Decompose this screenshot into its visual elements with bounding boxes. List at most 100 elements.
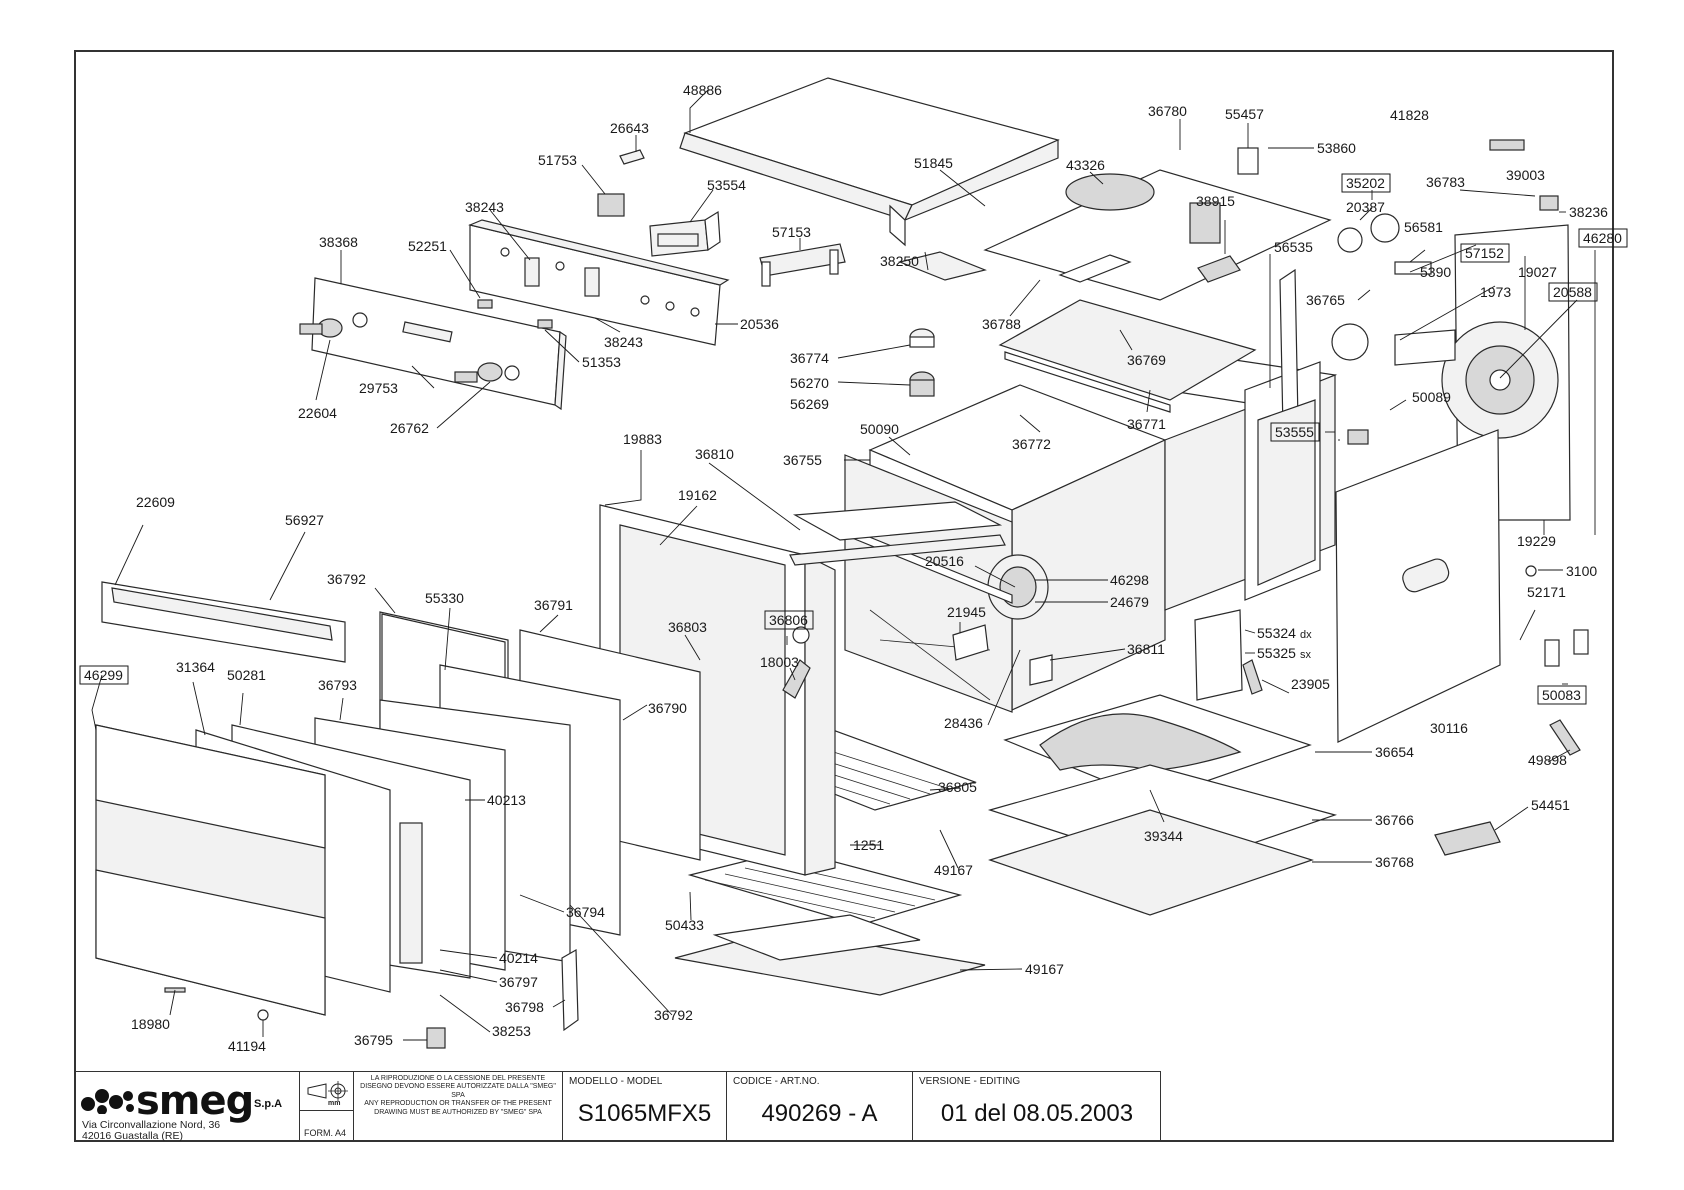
part-number-20588: 20588 — [1553, 284, 1592, 300]
control-frame-part — [468, 219, 730, 346]
part-number-56270: 56270 — [790, 375, 829, 391]
small-components — [477, 149, 846, 329]
part-number-5390: 5390 — [1420, 264, 1451, 280]
part-number-49167: 49167 — [1025, 961, 1064, 977]
part-number-38368: 38368 — [319, 234, 358, 250]
part-number-36805: 36805 — [938, 779, 977, 795]
part-number-36803: 36803 — [668, 619, 707, 635]
part-number-39003: 39003 — [1506, 167, 1545, 183]
part-number-30116: 30116 — [1430, 720, 1468, 736]
part-number-46280: 46280 — [1583, 230, 1622, 246]
part-number-52171: 52171 — [1527, 584, 1566, 600]
part-number-36798: 36798 — [505, 999, 544, 1015]
side-suffix-sx: sx — [1300, 649, 1312, 661]
model-value: S1065MFX5 — [577, 1100, 712, 1127]
address-line-1: Via Circonvallazione Nord, 36 — [82, 1119, 221, 1131]
part-number-36797: 36797 — [499, 974, 538, 990]
front-panel-part — [299, 277, 567, 411]
leader-lines — [91, 89, 1596, 1041]
company-cell: smeg S.p.A Via Circonvallazione Nord, 36… — [74, 1072, 300, 1142]
part-number-28436: 28436 — [944, 715, 983, 731]
part-number-56927: 56927 — [285, 512, 324, 528]
part-number-55325: 55325 — [1257, 645, 1296, 661]
part-number-labels: 48886 26643 51753 53554 38243 38368 5225… — [79, 82, 1628, 1054]
part-number-38915: 38915 — [1196, 193, 1235, 209]
part-number-50433: 50433 — [665, 917, 704, 933]
part-number-36795: 36795 — [354, 1032, 393, 1048]
part-number-35202: 35202 — [1346, 175, 1385, 191]
part-number-36791: 36791 — [534, 597, 573, 613]
part-number-31364: 31364 — [176, 659, 215, 675]
projection-symbol-icon — [307, 1081, 348, 1101]
form-cell: mm FORM. A4 — [300, 1072, 354, 1142]
part-number-29753: 29753 — [359, 380, 398, 396]
part-number-49898: 49898 — [1528, 752, 1567, 768]
smeg-logo: smeg — [136, 1078, 254, 1124]
part-number-40214: 40214 — [499, 950, 538, 966]
part-number-19162: 19162 — [678, 487, 717, 503]
boxed-label-frame — [1460, 243, 1510, 263]
code-cell: CODICE - ART.NO. 490269 - A — [727, 1072, 913, 1142]
unit-label: mm — [328, 1100, 341, 1107]
part-number-20536: 20536 — [740, 316, 779, 332]
part-number-38250: 38250 — [880, 253, 919, 269]
part-number-18980: 18980 — [131, 1016, 170, 1032]
part-number-38243: 38243 — [465, 199, 504, 215]
version-value: 01 del 08.05.2003 — [940, 1100, 1134, 1127]
part-number-38236: 38236 — [1569, 204, 1608, 220]
part-number-19229: 19229 — [1517, 533, 1556, 549]
title-block: smeg S.p.A Via Circonvallazione Nord, 36… — [74, 1071, 1161, 1142]
door-glass-layers — [95, 581, 701, 1049]
part-number-36792: 36792 — [327, 571, 366, 587]
part-number-55330: 55330 — [425, 590, 464, 606]
part-number-50281: 50281 — [227, 667, 266, 683]
boxed-label-frame — [1537, 685, 1587, 705]
part-number-36792: 36792 — [654, 1007, 693, 1023]
part-number-22609: 22609 — [136, 494, 175, 510]
part-number-36765: 36765 — [1306, 292, 1345, 308]
part-number-46298: 46298 — [1110, 572, 1149, 588]
version-cell: VERSIONE - EDITING 01 del 08.05.2003 — [913, 1072, 1161, 1142]
part-number-36769: 36769 — [1127, 352, 1166, 368]
boxed-label-frame — [1341, 173, 1391, 193]
part-number-50083: 50083 — [1542, 687, 1581, 703]
part-number-36768: 36768 — [1375, 854, 1414, 870]
part-number-26643: 26643 — [610, 120, 649, 136]
part-number-39344: 39344 — [1144, 828, 1183, 844]
part-number-1251: 1251 — [853, 837, 884, 853]
part-number-55324: 55324 — [1257, 625, 1296, 641]
address-line-2: 42016 Guastalla (RE) — [82, 1130, 183, 1142]
part-number-57153: 57153 — [772, 224, 811, 240]
part-number-56535: 56535 — [1274, 239, 1313, 255]
part-number-20387: 20387 — [1346, 199, 1385, 215]
part-number-19883: 19883 — [623, 431, 662, 447]
part-number-43326: 43326 — [1066, 157, 1105, 173]
notice-cell: LA RIPRODUZIONE O LA CESSIONE DEL PRESEN… — [354, 1072, 563, 1142]
part-number-24679: 24679 — [1110, 594, 1149, 610]
part-number-56581: 56581 — [1404, 219, 1443, 235]
company-suffix: S.p.A — [254, 1098, 283, 1110]
notice-english: ANY REPRODUCTION OR TRANSFER OF THE PRES… — [364, 1100, 552, 1116]
part-number-53555: 53555 — [1275, 424, 1314, 440]
part-number-40213: 40213 — [487, 792, 526, 808]
boxed-label-frame — [1548, 282, 1598, 302]
boxed-label-frame — [1270, 422, 1320, 442]
code-value: 490269 - A — [761, 1100, 878, 1127]
part-number-41828: 41828 — [1390, 107, 1429, 123]
trays-and-elements — [987, 694, 1501, 916]
part-number-21945: 21945 — [947, 604, 986, 620]
part-number-51753: 51753 — [538, 152, 577, 168]
code-header: CODICE - ART.NO. — [733, 1076, 820, 1087]
part-number-52251: 52251 — [408, 238, 447, 254]
part-number-36790: 36790 — [648, 700, 687, 716]
part-number-57152: 57152 — [1465, 245, 1504, 261]
part-number-36793: 36793 — [318, 677, 357, 693]
form-size: FORM. A4 — [304, 1128, 347, 1138]
part-number-36780: 36780 — [1148, 103, 1187, 119]
part-number-36766: 36766 — [1375, 812, 1414, 828]
boxed-label-frame — [1578, 228, 1628, 248]
part-number-55457: 55457 — [1225, 106, 1264, 122]
part-number-54451: 54451 — [1531, 797, 1570, 813]
part-number-36788: 36788 — [982, 316, 1021, 332]
